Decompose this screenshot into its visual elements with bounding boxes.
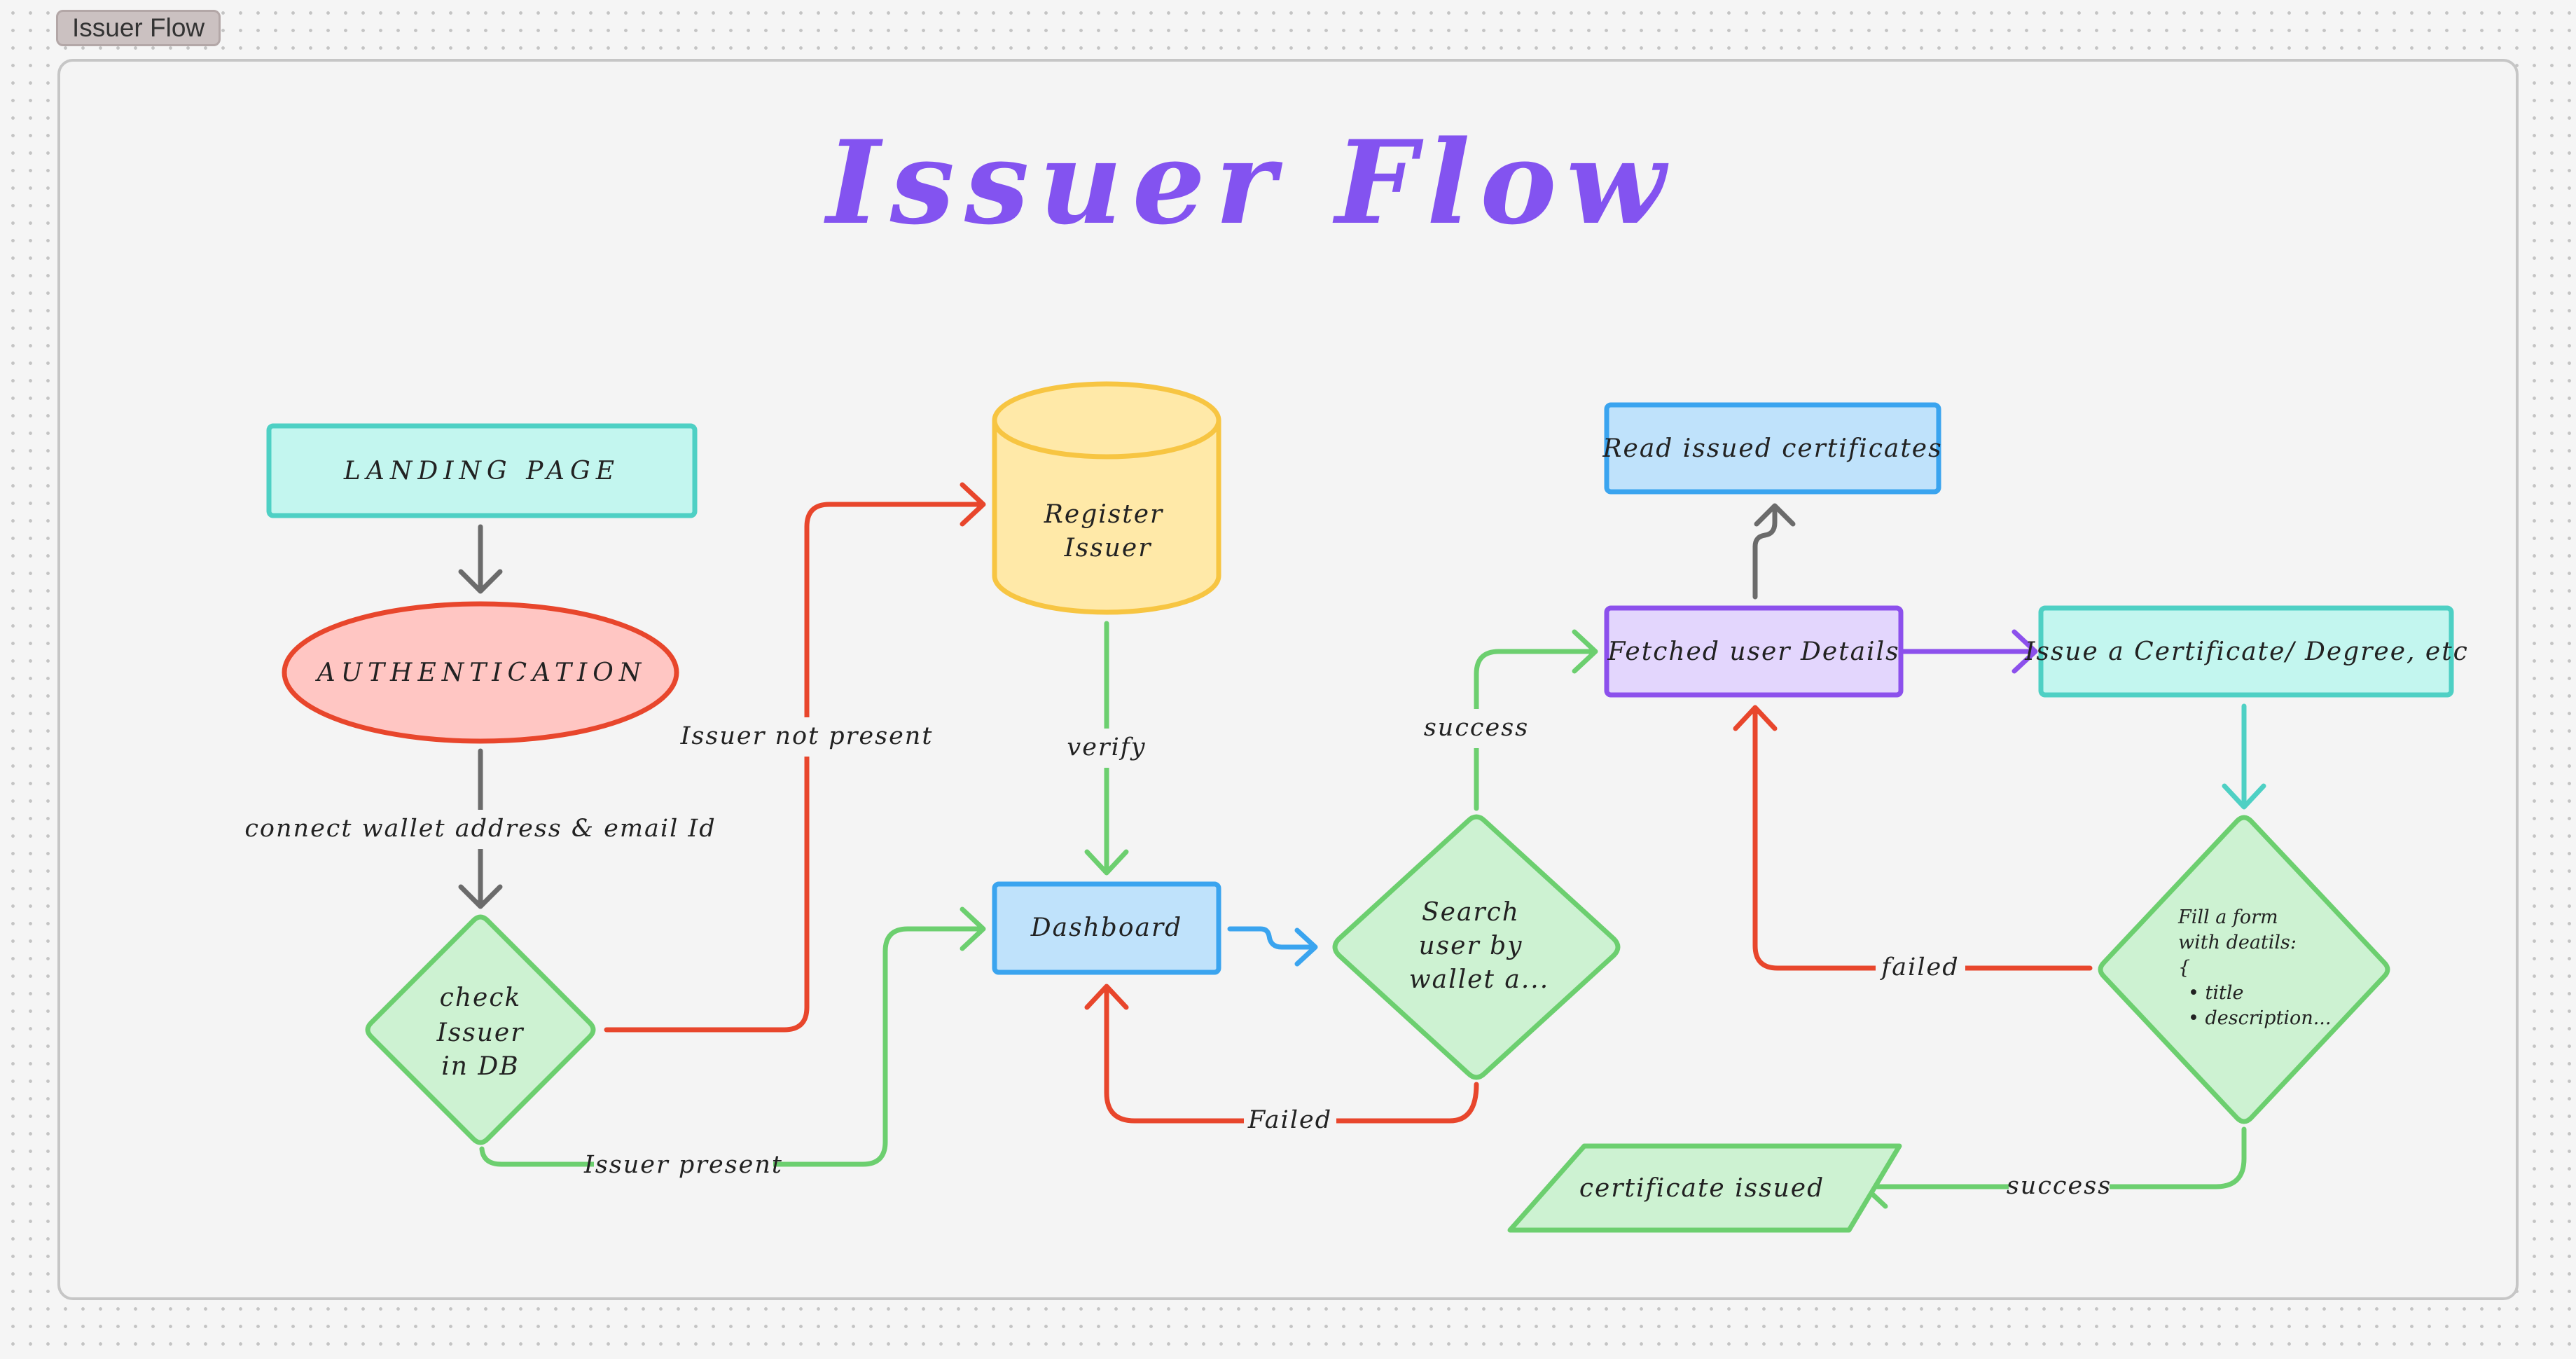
arrowhead-dashboard	[960, 906, 986, 951]
node-fill-form[interactable]: Fill a form with deatils: { • title • de…	[2098, 815, 2390, 1124]
label-success-search: success	[1424, 714, 1529, 742]
label-verify: verify	[1067, 733, 1146, 761]
check-issuer-line-3: in DB	[441, 1052, 519, 1081]
pad-success-form	[2009, 1167, 2110, 1206]
register-issuer-line-1: Register	[1044, 500, 1163, 529]
label-failed-dashboard: Failed	[1247, 1106, 1332, 1134]
pad-not-present	[686, 717, 927, 757]
label-issuer-not-present: Issuer not present	[680, 722, 934, 750]
fill-form-line-3: {	[2178, 957, 2190, 979]
authentication-label: AUTHENTICATION	[315, 658, 647, 687]
check-issuer-shape	[365, 914, 596, 1145]
issue-certificate-label: Issue a Certificate/ Degree, etc	[2024, 637, 2469, 666]
diagram-title: Issuer Flow	[824, 115, 1675, 250]
landing-page-shape	[266, 423, 698, 518]
edge-present	[479, 926, 985, 1167]
edge-failed-to-fetch	[1752, 706, 2093, 971]
authentication-shape	[282, 601, 679, 744]
issue-certificate-shape	[2038, 605, 2454, 698]
edge-not-present	[604, 502, 985, 1033]
fill-form-line-1: Fill a form	[2177, 906, 2278, 928]
search-user-line-3: wallet a...	[1409, 965, 1549, 994]
check-issuer-line-2: Issuer	[436, 1019, 525, 1047]
fetched-user-details-label: Fetched user Details	[1607, 637, 1899, 666]
landing-page-label: LANDING PAGE	[343, 457, 620, 485]
read-certificates-shape	[1604, 402, 1941, 495]
fill-form-line-2: with deatils:	[2178, 932, 2297, 953]
node-read-certificates[interactable]: Read issued certificates	[1602, 402, 1942, 495]
arrowhead-search	[1294, 927, 1318, 967]
edge-fetch-to-read	[1752, 504, 1778, 600]
label-success-form: success	[2007, 1172, 2112, 1200]
dashboard-label: Dashboard	[1030, 913, 1182, 942]
edge-dashboard-to-search	[1227, 926, 1317, 950]
dashboard-shape	[992, 881, 1221, 975]
pad-failed-form	[1876, 948, 1965, 988]
read-certificates-label: Read issued certificates	[1602, 434, 1942, 463]
register-issuer-top	[992, 381, 1221, 460]
node-authentication[interactable]: AUTHENTICATION	[282, 601, 679, 744]
arrowhead-failed-fetch	[1733, 705, 1778, 731]
arrowhead-issue	[2011, 629, 2038, 674]
frame-label[interactable]: Issuer Flow	[56, 10, 221, 46]
arrowhead-fetch	[1572, 629, 1598, 674]
node-issue-certificate[interactable]: Issue a Certificate/ Degree, etc	[2024, 605, 2469, 698]
edge-success-issued	[1863, 1126, 2247, 1189]
label-connect-wallet: connect wallet address & email Id	[244, 815, 716, 843]
node-landing-page[interactable]: LANDING PAGE	[266, 423, 698, 518]
fill-form-shape	[2098, 815, 2390, 1124]
node-dashboard[interactable]: Dashboard	[992, 881, 1221, 975]
node-register-issuer[interactable]: Register Issuer	[992, 381, 1221, 615]
pad-connect	[265, 810, 699, 849]
arrowhead-check	[458, 884, 503, 909]
arrowhead-form	[2222, 783, 2266, 810]
node-certificate-issued[interactable]: certificate issued	[1507, 1143, 1902, 1233]
pad-success-search	[1426, 709, 1527, 748]
check-issuer-line-1: check	[440, 984, 522, 1012]
pad-present	[594, 1146, 773, 1185]
certificate-issued-shape	[1507, 1143, 1902, 1233]
register-issuer-line-2: Issuer	[1064, 534, 1152, 563]
edge-success-fetch	[1474, 649, 1597, 811]
search-user-line-2: user by	[1419, 932, 1523, 960]
label-failed-form: failed	[1879, 953, 1959, 981]
search-user-shape	[1332, 814, 1621, 1080]
arrowhead-failed-dashboard	[1084, 984, 1129, 1010]
fetched-user-details-shape	[1604, 605, 1904, 698]
fill-form-line-4: • title	[2188, 982, 2243, 1004]
node-check-issuer[interactable]: check Issuer in DB	[365, 914, 596, 1145]
fill-form-line-5: • description...	[2188, 1007, 2331, 1029]
node-fetched-user-details[interactable]: Fetched user Details	[1604, 605, 1904, 698]
label-issuer-present: Issuer present	[583, 1151, 783, 1179]
arrowhead-auth	[458, 569, 503, 594]
node-search-user[interactable]: Search user by wallet a...	[1332, 814, 1621, 1080]
arrowhead-verify	[1084, 849, 1129, 876]
search-user-line-1: Search	[1422, 898, 1520, 927]
register-issuer-body	[992, 420, 1221, 615]
certificate-issued-label: certificate issued	[1579, 1174, 1824, 1203]
arrowhead-register	[960, 482, 986, 527]
pad-failed-dash	[1244, 1101, 1336, 1140]
arrowhead-read	[1754, 503, 1796, 527]
pad-verify	[1065, 729, 1149, 768]
